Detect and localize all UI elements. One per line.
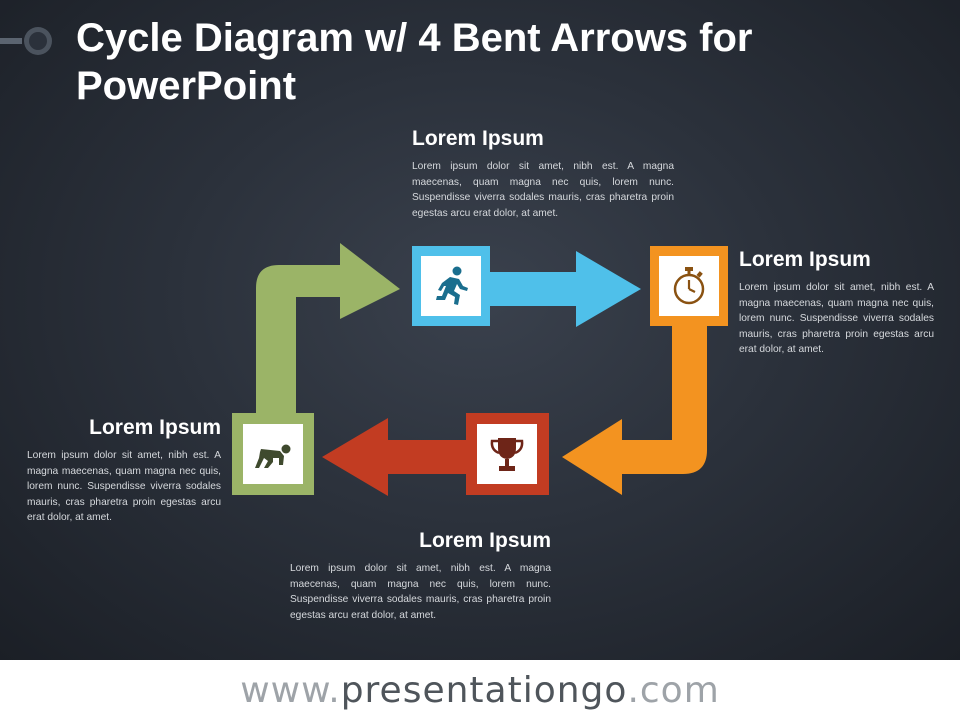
- trophy-icon-box: [477, 424, 537, 484]
- heading-left: Lorem Ipsum: [89, 416, 221, 439]
- body-top: Lorem ipsum dolor sit amet, nibh est. A …: [412, 161, 674, 219]
- sprinter-icon-box: [243, 424, 303, 484]
- stopwatch-icon: [673, 267, 705, 305]
- heading-bottom: Lorem Ipsum: [419, 529, 551, 552]
- body-right: Lorem ipsum dolor sit amet, nibh est. A …: [739, 282, 934, 356]
- body-bottom: Lorem ipsum dolor sit amet, nibh est. A …: [290, 563, 551, 621]
- footer-brand: presentationgo: [340, 669, 628, 711]
- footer-url[interactable]: www.presentationgo.com: [0, 660, 960, 720]
- footer-suffix: .com: [627, 669, 720, 711]
- red-arrow: [322, 418, 476, 496]
- page-title: Cycle Diagram w/ 4 Bent Arrows for Power…: [76, 16, 753, 108]
- blue-arrow: [488, 251, 641, 327]
- text-block-left: Lorem Ipsum Lorem ipsum dolor sit amet, …: [27, 415, 221, 526]
- heading-top: Lorem Ipsum: [412, 127, 544, 150]
- body-left: Lorem ipsum dolor sit amet, nibh est. A …: [27, 450, 221, 524]
- heading-right: Lorem Ipsum: [739, 248, 871, 271]
- trophy-icon: [490, 438, 524, 471]
- slide: Cycle Diagram w/ 4 Bent Arrows for Power…: [0, 0, 960, 660]
- orange-bent-arrow: [562, 322, 707, 495]
- text-block-top: Lorem Ipsum Lorem ipsum dolor sit amet, …: [412, 126, 674, 221]
- green-bent-arrow: [256, 243, 400, 418]
- stopwatch-icon-box: [659, 256, 719, 316]
- running-icon-box: [421, 256, 481, 316]
- footer-prefix: www.: [240, 669, 341, 711]
- text-block-right: Lorem Ipsum Lorem ipsum dolor sit amet, …: [739, 247, 934, 358]
- sprinter-start-icon: [255, 444, 291, 468]
- running-person-icon: [436, 266, 468, 305]
- title-decoration: [0, 27, 52, 55]
- text-block-bottom: Lorem Ipsum Lorem ipsum dolor sit amet, …: [290, 528, 551, 623]
